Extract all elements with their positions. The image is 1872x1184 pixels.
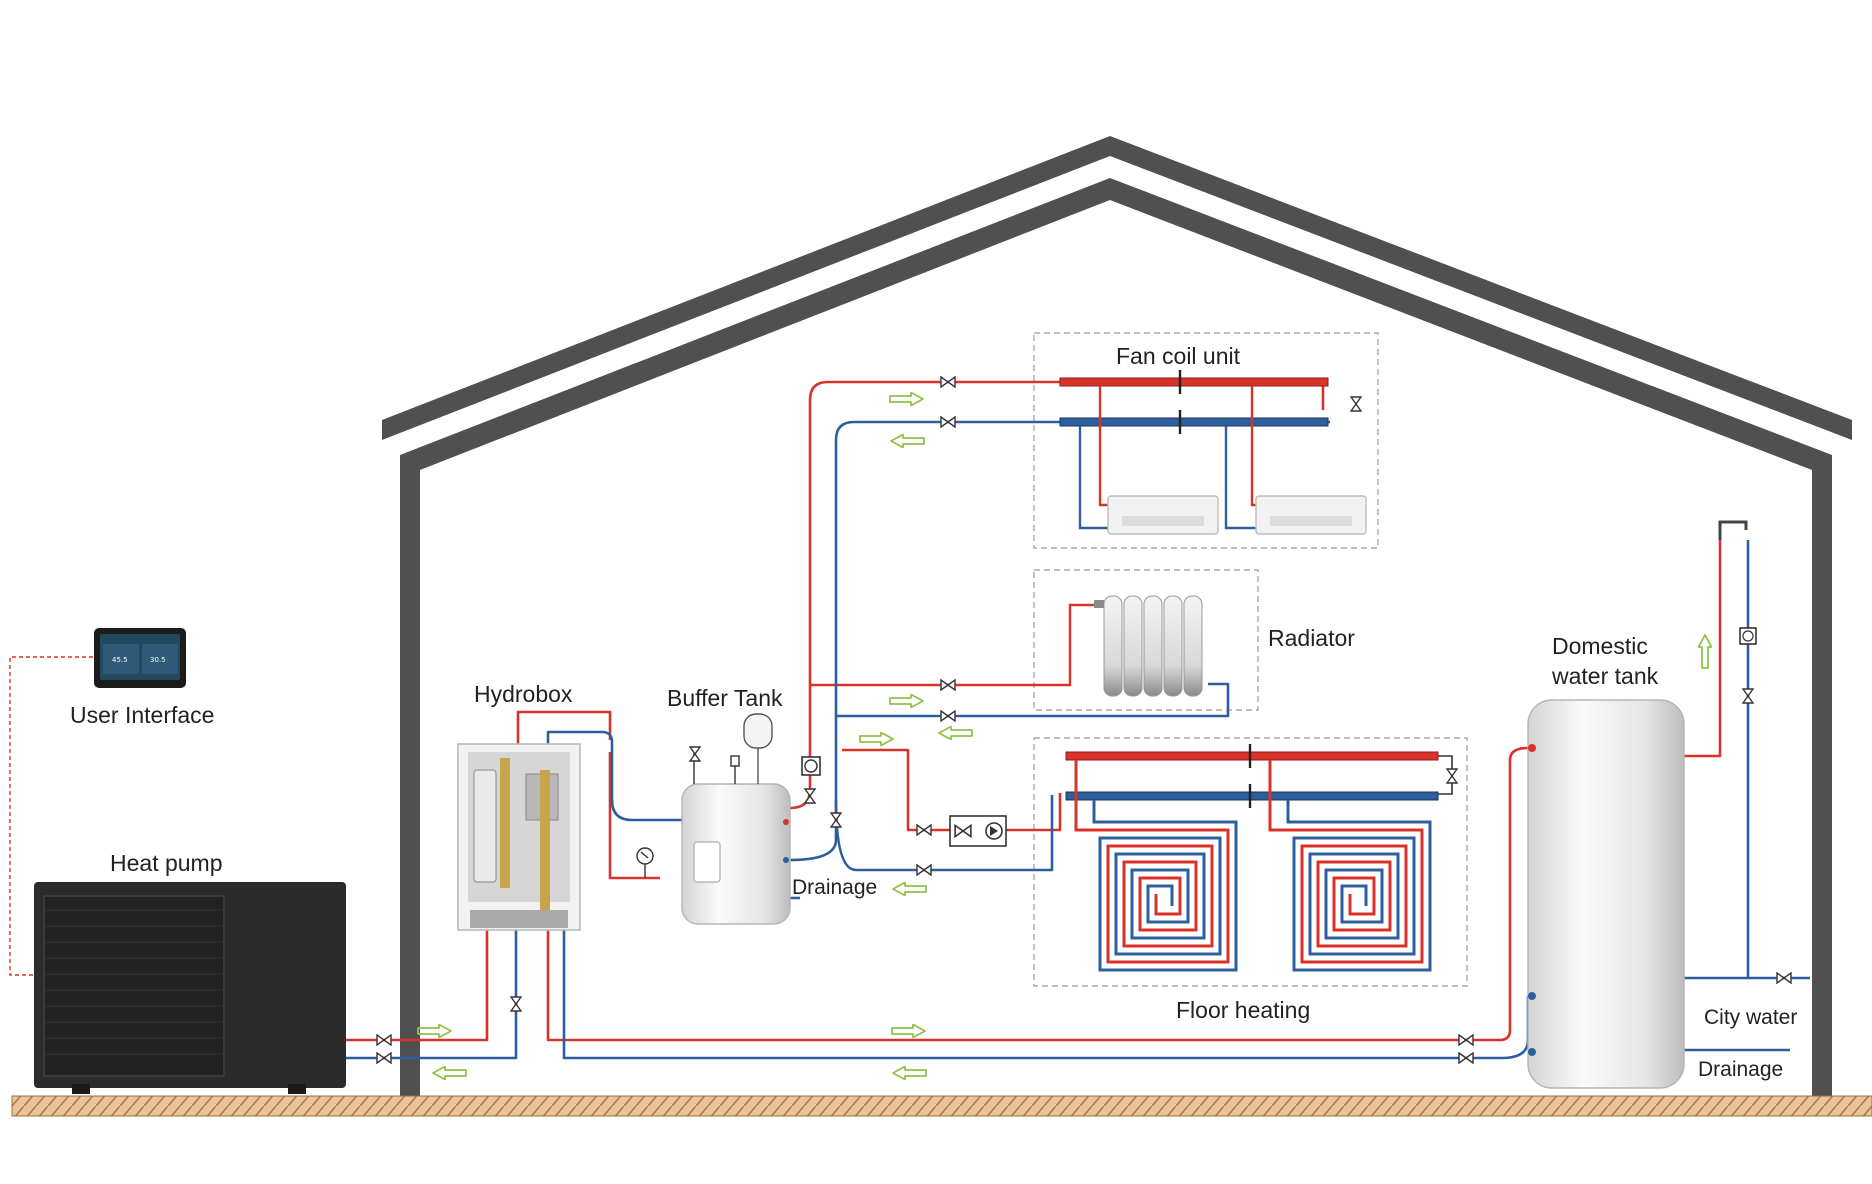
- ground: [11, 1095, 1872, 1117]
- ui-screen-right-value: 30.5: [150, 656, 166, 664]
- buffer-drainage-label: Drainage: [792, 876, 877, 899]
- fan-coil-unit-1: [1107, 495, 1219, 535]
- hydrobox-label: Hydrobox: [474, 681, 573, 707]
- user-interface-panel: 45.5 30.5: [94, 628, 186, 688]
- mixing-pump-group: [949, 815, 1007, 847]
- tap: [1718, 520, 1748, 540]
- hydrobox: [457, 743, 581, 931]
- buffer-tank-label: Buffer Tank: [667, 685, 783, 711]
- domestic-water-tank: [1527, 699, 1685, 1089]
- heat-pump: [34, 882, 346, 1094]
- radiator: [1034, 595, 1203, 697]
- floor-heating-loop-1: [1074, 760, 1238, 972]
- fan-coil-unit-2: [1255, 495, 1367, 535]
- domestic-water-tank-label-line2: water tank: [1551, 663, 1659, 689]
- radiator-box: [1033, 569, 1259, 711]
- buffer-fittings: [636, 750, 740, 878]
- floor-heating-manifold: [1065, 744, 1453, 808]
- tank-drainage-label: Drainage: [1698, 1058, 1783, 1081]
- control-cable: [9, 656, 93, 976]
- floor-heating-loop-2: [1268, 760, 1432, 972]
- fan-coil-box: [1033, 332, 1379, 549]
- city-water-label: City water: [1704, 1006, 1797, 1029]
- circulation-pump: [801, 756, 821, 776]
- dhw-pump: [1739, 627, 1757, 645]
- buffer-tank: [681, 783, 791, 925]
- user-interface-label: User Interface: [70, 702, 214, 728]
- supply-pipes: [345, 380, 1722, 1042]
- expansion-vessel: [743, 713, 773, 784]
- floor-heating-label: Floor heating: [1176, 997, 1310, 1023]
- domestic-water-tank-label-line1: Domestic: [1552, 633, 1648, 659]
- radiator-label: Radiator: [1268, 625, 1355, 651]
- heat-pump-label: Heat pump: [110, 850, 223, 876]
- ui-screen-left-value: 45.5: [112, 656, 128, 664]
- fan-coil-unit-label: Fan coil unit: [1116, 343, 1241, 369]
